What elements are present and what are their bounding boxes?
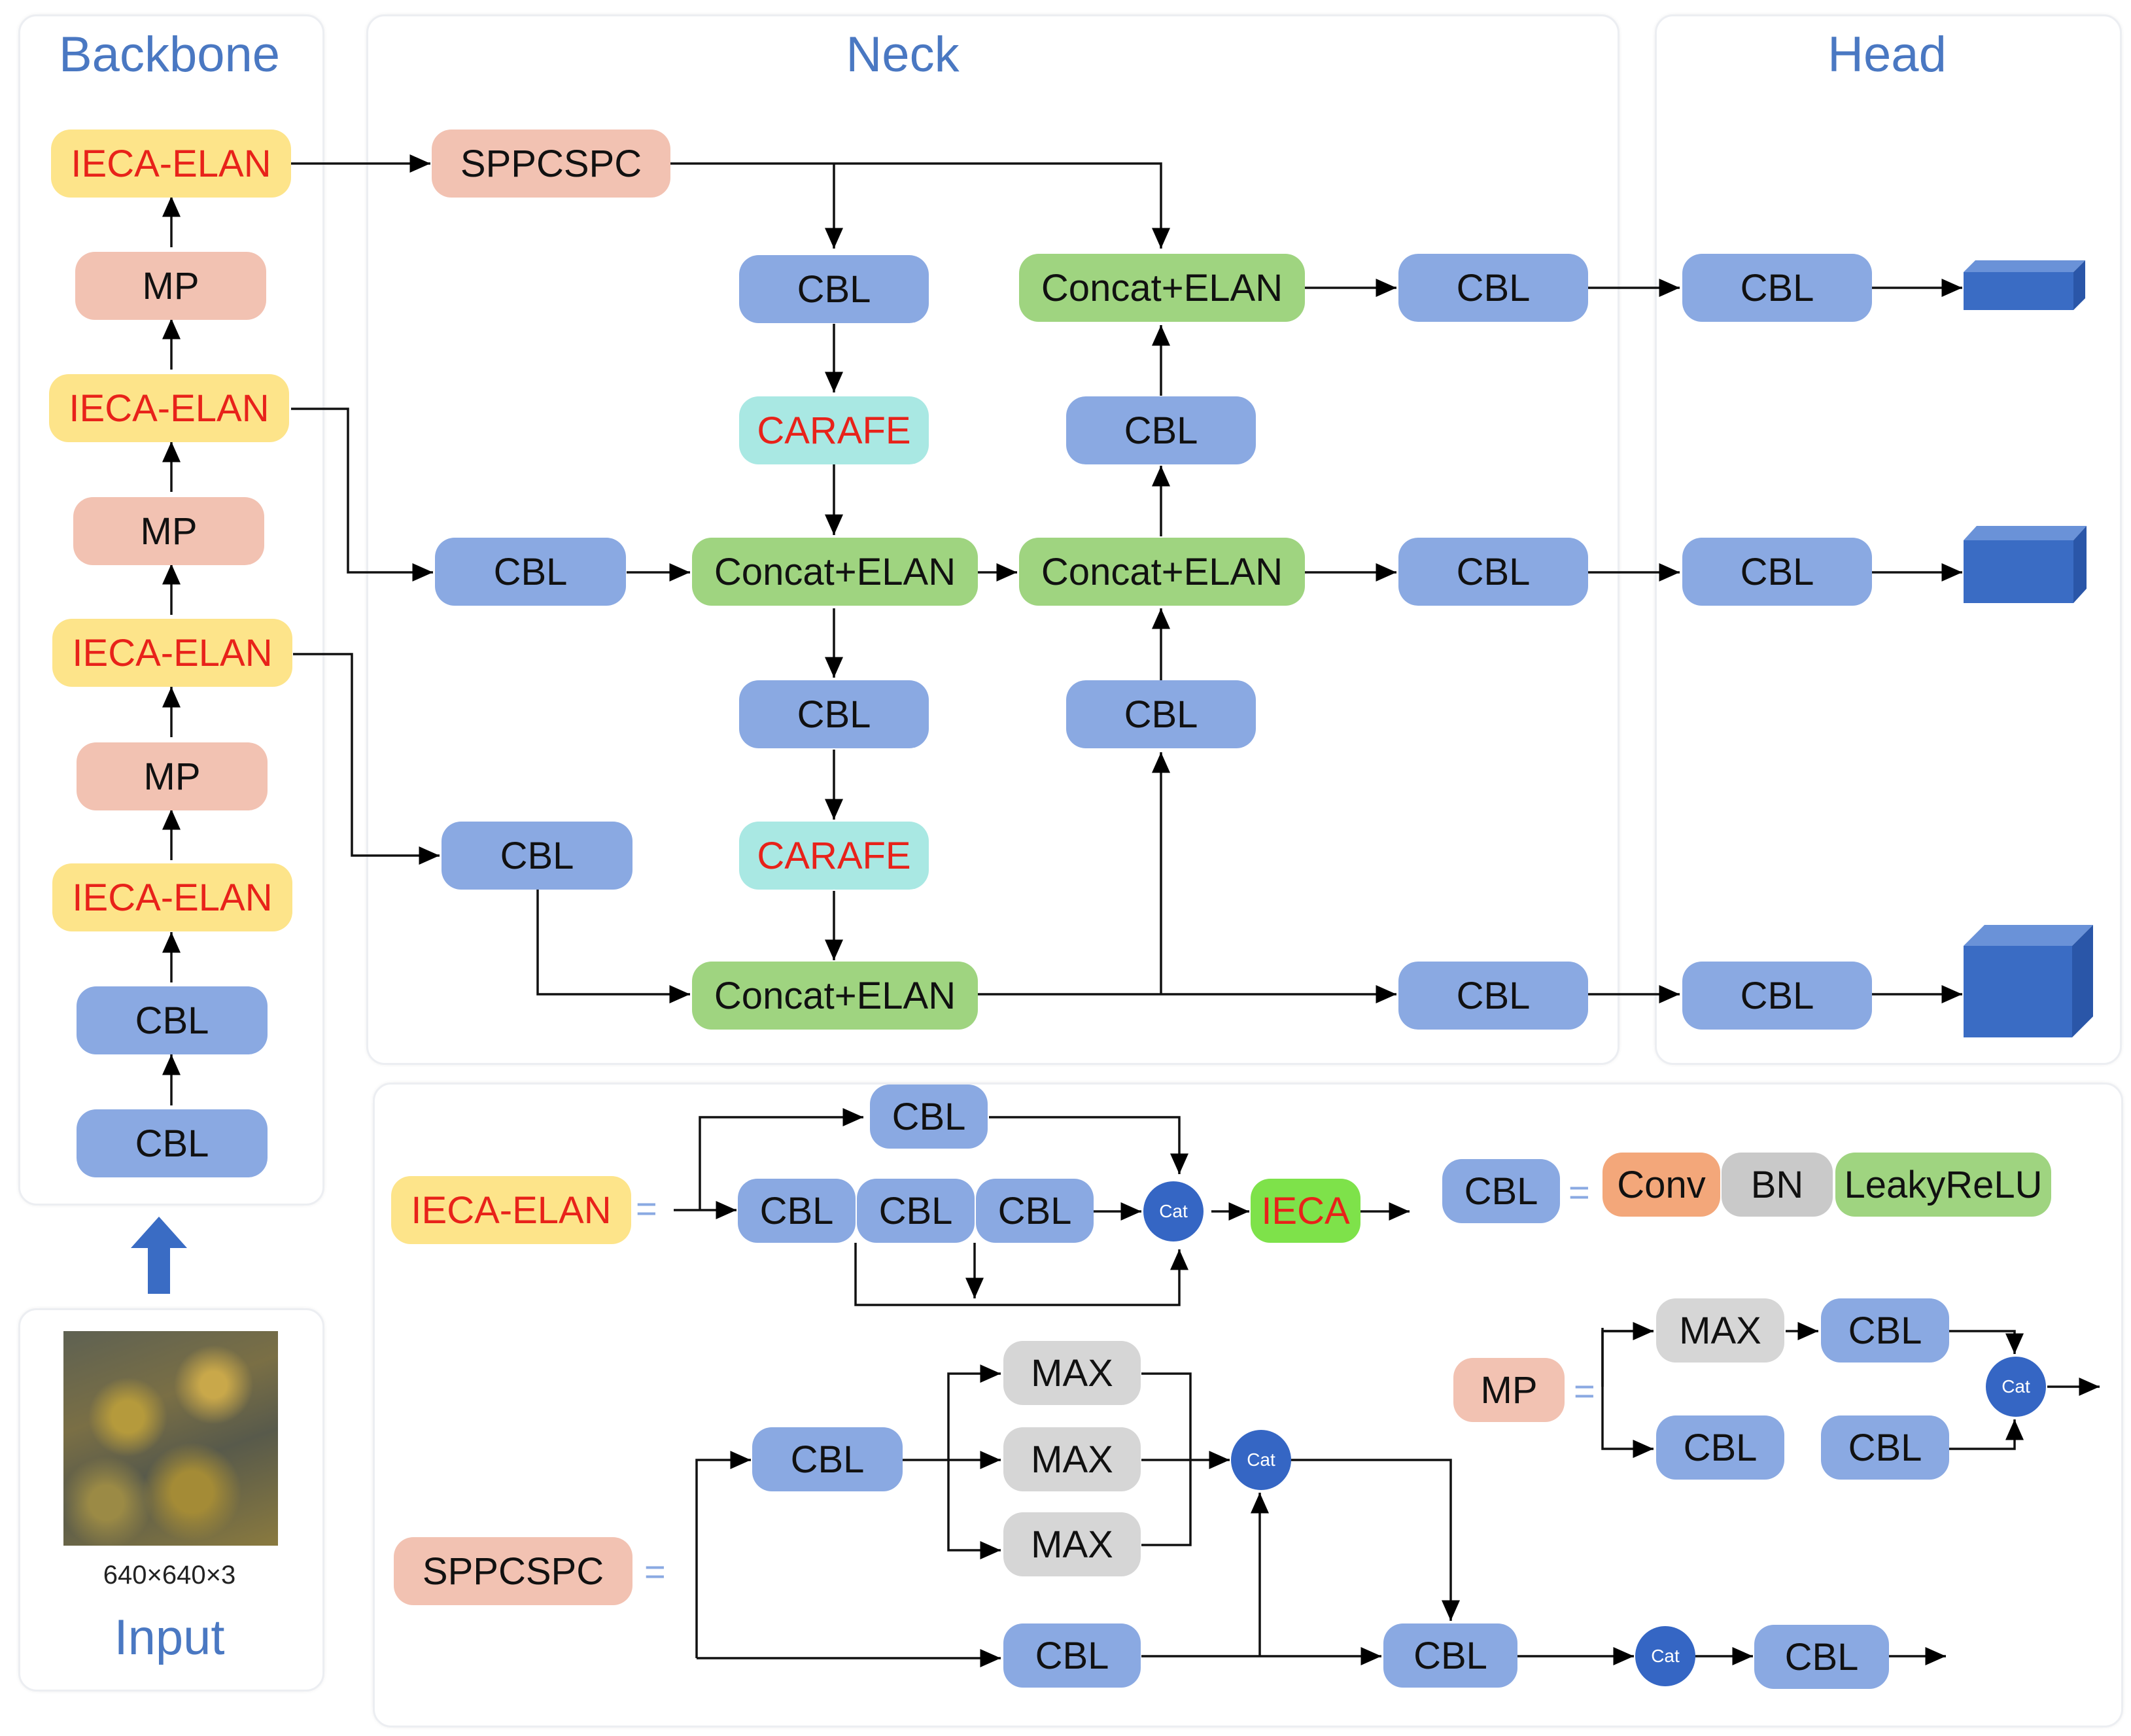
backbone-cbl-1: CBL (77, 1109, 268, 1177)
neck-carafe-2: CARAFE (739, 822, 929, 890)
neck-cbl-down-1: CBL (739, 680, 929, 748)
backbone-mp-2: MP (73, 497, 264, 565)
neck-sppcspc: SPPCSPC (432, 130, 670, 198)
neck-cbl-bottom-left: CBL (442, 822, 632, 890)
legend-mp-cbl-bottom-right: CBL (1821, 1415, 1949, 1480)
neck-out-cbl-2: CBL (1398, 538, 1588, 606)
legend-equals-4: = (644, 1551, 666, 1592)
upward-arrow-icon (131, 1217, 187, 1294)
output-cube-icon (1964, 260, 2085, 310)
input-size: 640×640×3 (103, 1561, 236, 1589)
legend-sppcspc: SPPCSPC (394, 1537, 632, 1605)
input-photo (63, 1331, 278, 1546)
legend-equals-1: = (636, 1188, 657, 1229)
legend-ieca-cbl-top: CBL (870, 1085, 988, 1149)
head-cbl-2: CBL (1682, 538, 1872, 606)
neck-concat-elan-bottom: Concat+ELAN (692, 962, 978, 1030)
legend-spp-cat-1: Cat (1231, 1430, 1291, 1490)
neck-title: Neck (846, 27, 960, 82)
legend-leakyrelu: LeakyReLU (1835, 1153, 2051, 1217)
neck-out-cbl-1: CBL (1398, 254, 1588, 322)
legend-bn: BN (1722, 1153, 1833, 1217)
backbone-ieca-elan-1: IECA-ELAN (52, 863, 292, 931)
legend-spp-max-2: MAX (1003, 1427, 1141, 1491)
legend-ieca-cat: Cat (1143, 1181, 1204, 1241)
backbone-ieca-elan-3: IECA-ELAN (49, 374, 289, 442)
legend-spp-cbl-4: CBL (1754, 1625, 1889, 1689)
legend-ieca-block: IECA (1251, 1179, 1360, 1243)
head-cbl-1: CBL (1682, 254, 1872, 322)
legend-conv: Conv (1603, 1153, 1720, 1217)
backbone-mp-3: MP (75, 252, 266, 320)
legend-mp-cbl-top: CBL (1821, 1298, 1949, 1363)
neck-concat-elan-mid-right: Concat+ELAN (1019, 538, 1305, 606)
output-cube-icon (1964, 526, 2087, 603)
legend-mp-cbl-bottom-left: CBL (1656, 1415, 1784, 1480)
legend-mp-cat: Cat (1986, 1357, 2046, 1417)
legend-spp-max-1: MAX (1003, 1341, 1141, 1405)
neck-concat-elan-mid-left: Concat+ELAN (692, 538, 978, 606)
legend-cbl: CBL (1442, 1159, 1560, 1223)
input-label: Input (114, 1610, 225, 1665)
legend-ieca-cbl-3: CBL (976, 1179, 1094, 1243)
neck-carafe-1: CARAFE (739, 396, 929, 464)
legend-spp-cbl-1: CBL (752, 1427, 903, 1491)
legend-equals-3: = (1574, 1370, 1595, 1412)
legend-spp-max-3: MAX (1003, 1512, 1141, 1576)
backbone-cbl-2: CBL (77, 986, 268, 1054)
head-title: Head (1828, 27, 1947, 82)
legend-spp-cbl-2: CBL (1003, 1623, 1141, 1688)
neck-concat-elan-top: Concat+ELAN (1019, 254, 1305, 322)
output-cube-icon (1964, 925, 2093, 1037)
legend-ieca-cbl-1: CBL (738, 1179, 856, 1243)
neck-cbl-top-left: CBL (739, 255, 929, 323)
backbone-title: Backbone (58, 27, 281, 82)
legend-ieca-elan: IECA-ELAN (391, 1176, 631, 1244)
legend-mp-max: MAX (1656, 1298, 1784, 1363)
legend-ieca-cbl-2: CBL (857, 1179, 975, 1243)
legend-spp-cbl-3: CBL (1383, 1623, 1517, 1688)
neck-cbl-up-2: CBL (1066, 396, 1256, 464)
legend-spp-cat-2: Cat (1635, 1626, 1695, 1686)
legend-mp: MP (1453, 1358, 1565, 1422)
backbone-ieca-elan-4: IECA-ELAN (51, 130, 291, 198)
head-cbl-3: CBL (1682, 962, 1872, 1030)
neck-cbl-up-1: CBL (1066, 680, 1256, 748)
neck-out-cbl-3: CBL (1398, 962, 1588, 1030)
backbone-mp-1: MP (77, 742, 268, 810)
legend-equals-2: = (1568, 1172, 1590, 1213)
backbone-ieca-elan-2: IECA-ELAN (52, 619, 292, 687)
neck-cbl-mid-left: CBL (435, 538, 626, 606)
